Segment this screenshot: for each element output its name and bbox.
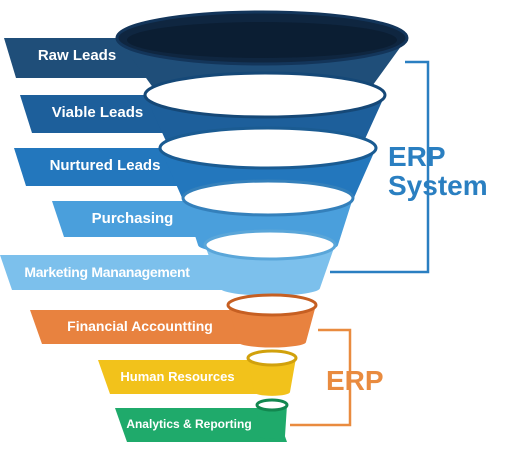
stage-label-purchasing: Purchasing	[91, 210, 174, 227]
stage-label-human-resources: Human Resources	[120, 369, 235, 384]
erp-system-title-line1: ERP	[388, 141, 446, 172]
stage-label-financial-accounting: Financial Accountting	[67, 318, 213, 334]
stage-label-raw-leads: Raw Leads	[37, 47, 117, 64]
funnel-band-analytics-reporting	[257, 405, 287, 439]
stage-label-marketing-management: Marketing Mananagement	[24, 264, 190, 280]
funnel-rim-purchasing	[181, 179, 355, 217]
stage-label-viable-leads: Viable Leads	[51, 104, 144, 121]
funnel-band-financial-accounting	[228, 305, 316, 348]
funnel-band-human-resources	[248, 358, 296, 396]
funnel-rim-human-resources	[246, 349, 298, 367]
funnel-rim-analytics-reporting	[255, 398, 289, 412]
ribbon-human-resources	[98, 360, 284, 394]
funnel-rim-financial-accounting	[226, 293, 318, 317]
stage-label-analytics-reporting: Analytics & Reporting	[126, 417, 252, 431]
erp-bracket	[290, 328, 352, 427]
funnel-rim-viable-leads	[143, 71, 387, 119]
funnel-interior-raw-leads	[127, 22, 397, 58]
stage-label-nurtured-leads: Nurtured Leads	[49, 157, 161, 174]
erp-title: ERP	[326, 365, 384, 396]
funnel-rim-marketing-management	[203, 229, 337, 261]
ribbon-marketing-management	[0, 255, 250, 290]
ribbon-financial-accounting	[30, 310, 274, 344]
funnel-rim-nurtured-leads	[158, 126, 378, 170]
erp-system-bracket	[330, 60, 430, 274]
ribbon-analytics-reporting	[115, 408, 287, 442]
erp-system-title-line2: System	[388, 170, 488, 201]
